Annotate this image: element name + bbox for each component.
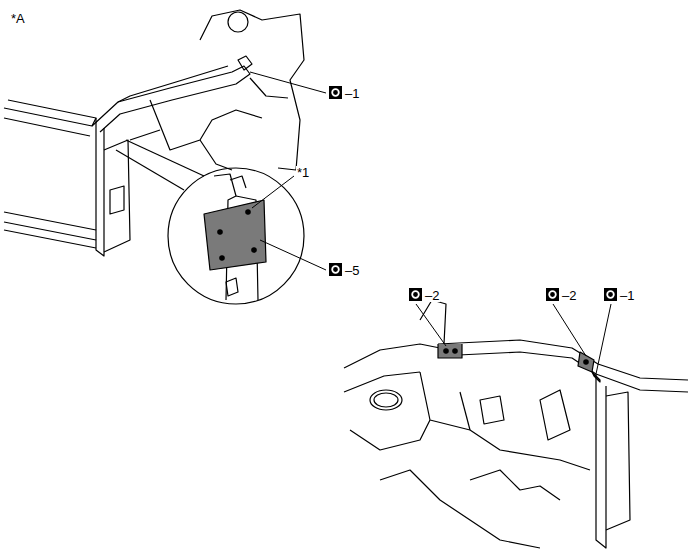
- callout-number: –1: [344, 87, 360, 100]
- callout-label: *1: [296, 166, 310, 179]
- callout-number: –5: [344, 264, 360, 277]
- callout-number: –2: [561, 289, 577, 302]
- callout-number: –1: [619, 289, 635, 302]
- callout-number: –2: [424, 289, 440, 302]
- figure-label: *A: [10, 12, 26, 25]
